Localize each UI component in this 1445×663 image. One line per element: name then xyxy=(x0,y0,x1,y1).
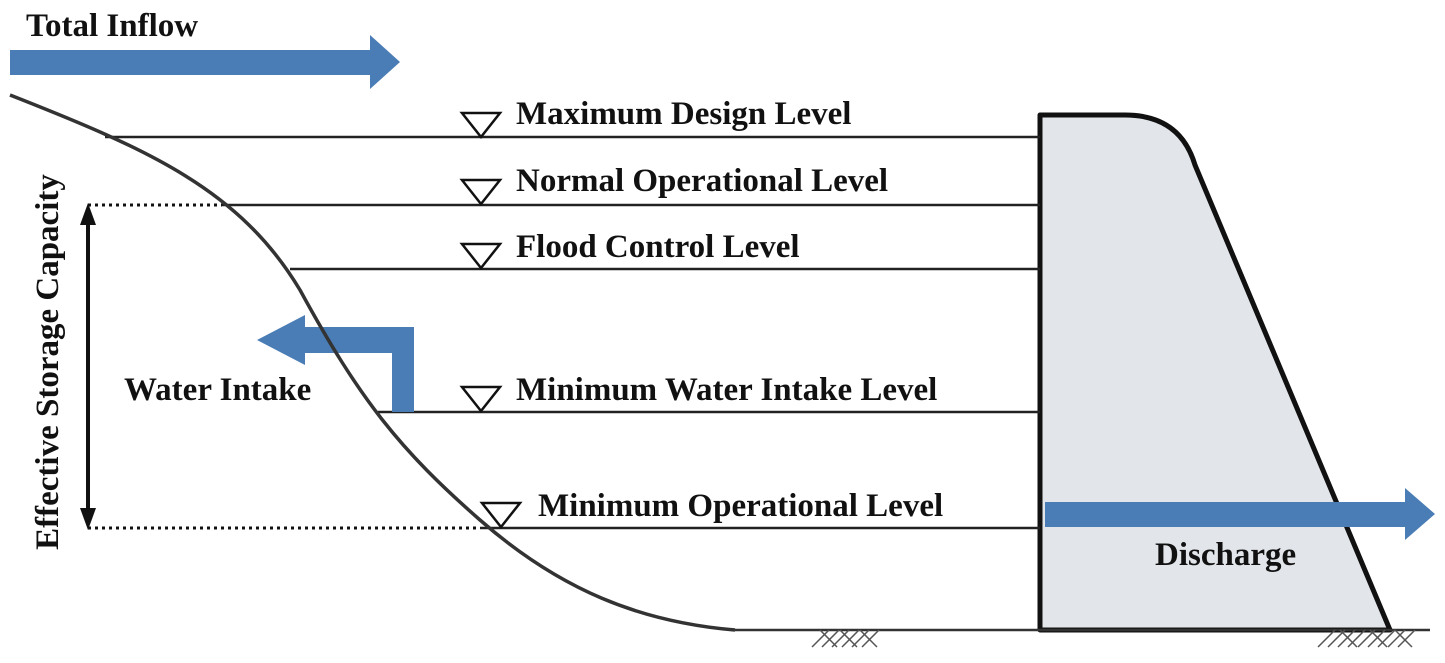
flood-control-label: Flood Control Level xyxy=(516,229,800,265)
level-markers xyxy=(459,111,523,530)
reservoir-bank xyxy=(9,93,736,632)
min-operational-marker-icon xyxy=(479,501,523,530)
water-intake-label: Water Intake xyxy=(124,372,311,408)
dam-body xyxy=(1037,112,1393,633)
normal-operational-marker-icon xyxy=(459,178,503,207)
effective-storage-label: Effective Storage Capacity xyxy=(30,174,66,550)
max-design-marker-icon xyxy=(459,111,503,140)
flood-control-marker-icon xyxy=(459,242,503,271)
storage-arrow-head-bottom xyxy=(80,508,96,530)
level-lines xyxy=(105,135,1040,530)
discharge-label: Discharge xyxy=(1155,537,1296,573)
normal-operational-label: Normal Operational Level xyxy=(516,163,888,199)
total-inflow-label: Total Inflow xyxy=(26,8,198,44)
water-intake-arrow xyxy=(257,315,414,412)
discharge-arrow xyxy=(1045,488,1435,540)
inflow-arrow xyxy=(10,35,400,89)
min-intake-label: Minimum Water Intake Level xyxy=(516,372,937,408)
max-design-label: Maximum Design Level xyxy=(516,96,851,132)
storage-arrow-head-top xyxy=(80,203,96,225)
min-operational-label: Minimum Operational Level xyxy=(538,488,943,524)
ground-hatching xyxy=(811,629,1416,648)
min-intake-marker-icon xyxy=(459,385,503,414)
